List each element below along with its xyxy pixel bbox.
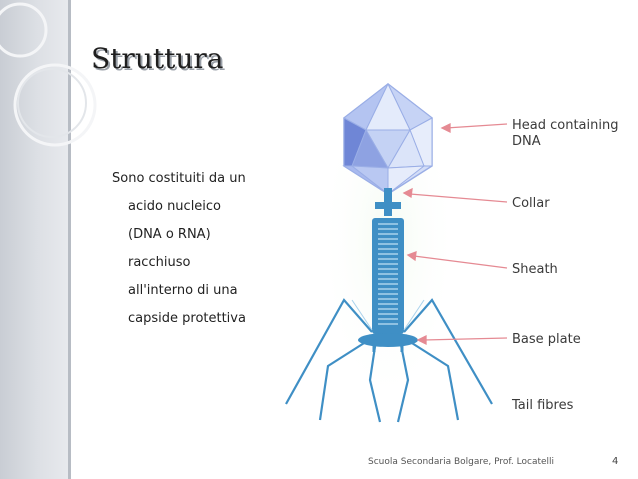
phage-head xyxy=(342,82,433,196)
body-line-5: all'interno di una xyxy=(128,283,238,298)
label-head: Head containing DNA xyxy=(512,118,619,149)
body-line-1: Sono costituiti da un xyxy=(112,171,246,186)
side-band xyxy=(0,0,70,479)
label-base-plate: Base plate xyxy=(512,332,581,347)
body-line-6: capside protettiva xyxy=(128,311,246,326)
page-number: 4 xyxy=(612,456,619,467)
decorative-rings xyxy=(0,2,97,147)
slide-title: Struttura xyxy=(91,42,224,75)
body-line-3: (DNA o RNA) xyxy=(128,227,211,242)
bacteriophage-diagram xyxy=(285,80,508,423)
label-sheath: Sheath xyxy=(512,262,558,277)
body-line-4: racchiuso xyxy=(128,255,191,270)
label-tail-fibres: Tail fibres xyxy=(512,398,574,413)
slide-footer: Scuola Secondaria Bolgare, Prof. Locatel… xyxy=(368,457,555,467)
label-collar: Collar xyxy=(512,196,550,211)
label-pointers xyxy=(402,122,508,346)
phage-collar-bar xyxy=(375,202,401,209)
phage-sheath xyxy=(372,218,404,334)
phage-tail-fibres xyxy=(285,298,493,423)
body-line-2: acido nucleico xyxy=(128,199,222,214)
body-text: Sono costituiti da un acido nucleico (DN… xyxy=(112,168,262,336)
side-edge-line xyxy=(68,0,71,479)
